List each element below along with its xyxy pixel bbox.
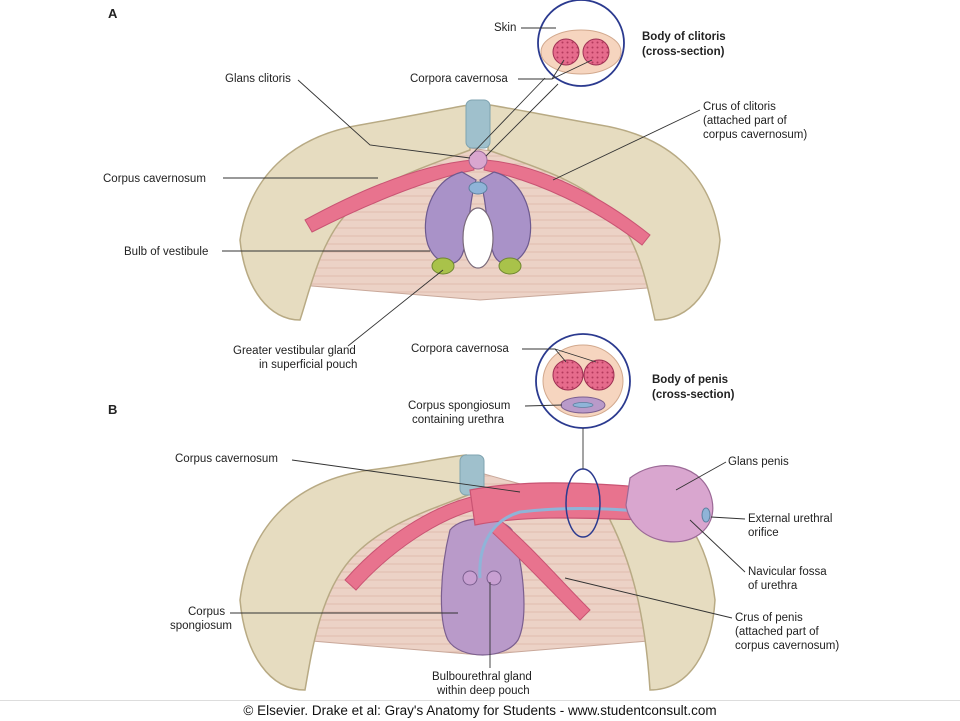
corpus-cavernosum-section-b-right [583, 359, 615, 391]
bulbourethral-gland-left [462, 570, 478, 586]
label-corpus-cavernosum-b: Corpus cavernosum [175, 453, 278, 465]
label-body-penis-sub: (cross-section) [652, 389, 735, 401]
label-glans-penis: Glans penis [728, 456, 789, 468]
crus-penis-right [491, 519, 591, 621]
copyright-footer: © Elsevier. Drake et al: Gray's Anatomy … [0, 700, 960, 721]
label-bulbourethral-gland-2: within deep pouch [436, 685, 530, 697]
label-crus-clitoris: Crus of clitoris [703, 101, 776, 113]
label-external-urethral-orifice: External urethral [748, 513, 832, 525]
label-corpus-spongiosum-2: spongiosum [170, 620, 232, 632]
leader-spongiosum-urethra [524, 404, 563, 407]
leader-crus-penis [564, 577, 733, 619]
pubic-bone-left-b [239, 454, 469, 691]
label-body-clitoris-sub: (cross-section) [642, 46, 725, 58]
label-crus-clitoris-3: corpus cavernosum) [703, 129, 807, 141]
leader-crus-clitoris [552, 109, 701, 181]
label-corpus-cavernosum-a: Corpus cavernosum [103, 173, 206, 185]
crus-penis-left [344, 494, 483, 591]
panel-a-letter: A [108, 6, 118, 21]
label-spongiosum-urethra: Corpus spongiosum [408, 400, 510, 412]
connector-clitoris [485, 83, 559, 157]
leader-corpus-cavernosum-b [291, 459, 521, 493]
label-crus-penis-2: (attached part of [735, 626, 820, 638]
glans-clitoris-shape [468, 150, 488, 170]
leader-glans-clitoris [297, 79, 471, 159]
label-crus-penis: Crus of penis [735, 612, 803, 624]
panel-b-letter: B [108, 402, 117, 417]
label-bulbourethral-gland: Bulbourethral gland [432, 671, 532, 683]
label-body-clitoris: Body of clitoris [642, 31, 726, 43]
label-corpora-cavernosa-b: Corpora cavernosa [411, 343, 509, 355]
label-navicular-fossa-2: of urethra [748, 580, 798, 592]
label-spongiosum-urethra-2: containing urethra [412, 414, 505, 426]
crus-right-a [483, 159, 651, 246]
leader-navicular-fossa [689, 519, 746, 573]
pubic-bone-left-a [239, 104, 471, 321]
label-bulb-vestibule: Bulb of vestibule [124, 246, 208, 258]
label-skin: Skin [494, 22, 516, 34]
panel-b-illustration [239, 454, 716, 691]
vaginal-orifice [462, 207, 494, 269]
corpus-cavernosum-section-left [552, 38, 580, 66]
penis-cross-section [535, 333, 631, 469]
external-urethral-orifice-shape [701, 507, 711, 523]
label-greater-vestibular-gland-2: in superficial pouch [259, 359, 357, 371]
panel-a-illustration [239, 99, 721, 321]
corpus-cavernosum-section-b-left [552, 359, 584, 391]
bulbourethral-gland-right [486, 570, 502, 586]
label-crus-clitoris-2: (attached part of [703, 115, 788, 127]
label-crus-penis-3: corpus cavernosum) [735, 640, 839, 652]
pubic-symphysis-a [465, 99, 491, 149]
leader-greater-vestibular-gland [347, 269, 444, 347]
crus-left-a [304, 159, 475, 233]
urethra-section [572, 402, 594, 408]
glans-penis-shape [625, 465, 714, 543]
label-external-urethral-orifice-2: orifice [748, 527, 779, 539]
greater-vestibular-gland-right [498, 257, 522, 275]
label-greater-vestibular-gland: Greater vestibular gland [233, 345, 356, 357]
corpus-cavernosum-section-right [582, 38, 610, 66]
leader-corpora-cavernosa-a2 [551, 59, 593, 80]
urethral-orifice-a [468, 181, 488, 195]
greater-vestibular-gland-left [431, 257, 455, 275]
leader-glans-penis [675, 461, 727, 491]
leader-external-urethral-orifice [710, 516, 746, 520]
label-body-penis: Body of penis [652, 374, 728, 386]
connector-clitoris-2 [469, 77, 546, 157]
label-navicular-fossa: Navicular fossa [748, 566, 827, 578]
label-corpus-spongiosum: Corpus [188, 606, 225, 618]
clitoris-cross-section [469, 0, 625, 157]
label-glans-clitoris: Glans clitoris [225, 73, 291, 85]
leader-corpora-cavernosa-b2 [554, 348, 597, 363]
label-corpora-cavernosa-a: Corpora cavernosa [410, 73, 508, 85]
pubic-bone-right-a [487, 104, 721, 321]
